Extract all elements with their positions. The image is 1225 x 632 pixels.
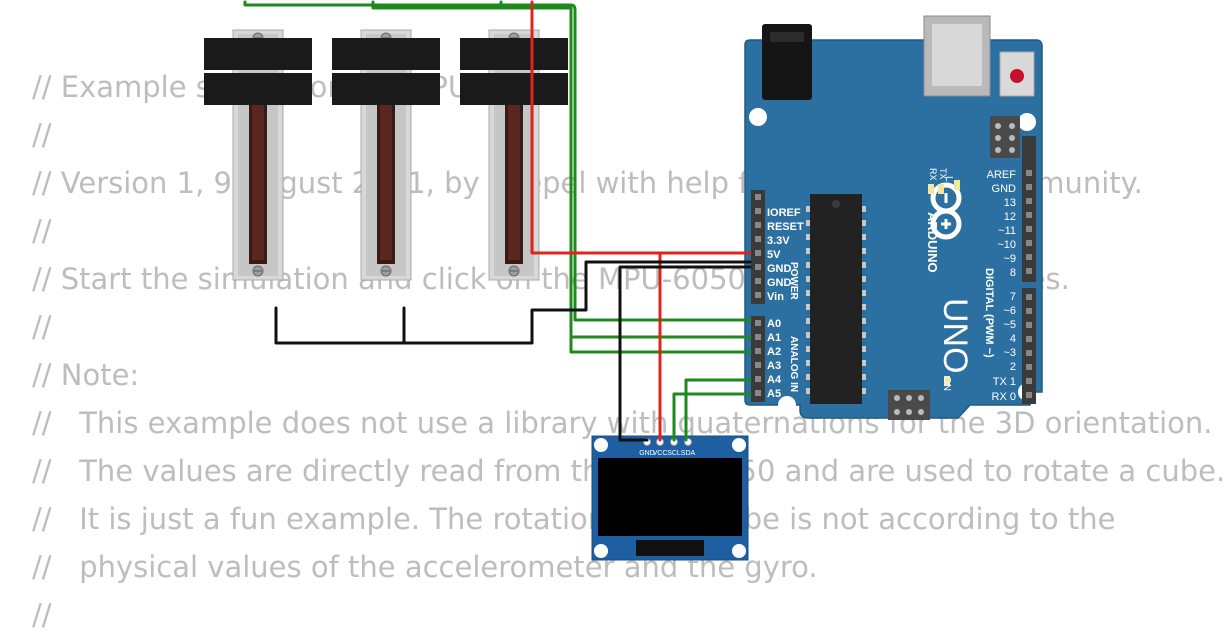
pot-knob-top bbox=[204, 38, 312, 70]
arduino-logo: ARDUINO UNO bbox=[925, 182, 974, 374]
pin-label-a0: A0 bbox=[767, 318, 781, 330]
pin-label-reset: RESET bbox=[767, 221, 804, 233]
pin-label-5: ~5 bbox=[1003, 319, 1016, 331]
code-line: // Note: bbox=[32, 358, 140, 392]
pin-label-10: ~10 bbox=[997, 239, 1016, 251]
oled-display-module[interactable]: GND VCC SCL SDA bbox=[591, 435, 749, 561]
pin-label-5v: 5V bbox=[767, 249, 781, 261]
pot-knob-bottom bbox=[460, 73, 568, 105]
dc-jack bbox=[762, 24, 812, 100]
wire-black-gnd-oled bbox=[618, 265, 752, 442]
code-line: // bbox=[32, 214, 52, 248]
pin-label-11: ~11 bbox=[998, 225, 1016, 237]
oled-pin-label-sda: SDA bbox=[681, 450, 696, 457]
wire-red-5v-pots bbox=[530, 0, 752, 255]
oled-pin-label-scl: SCL bbox=[667, 450, 681, 457]
analog-header-label: ANALOG IN bbox=[788, 336, 799, 392]
pin-label-9: ~9 bbox=[1003, 253, 1016, 265]
wires bbox=[243, 0, 752, 442]
code-line: // bbox=[32, 598, 52, 632]
tx-led-icon bbox=[938, 184, 944, 194]
rx-led-label: RX bbox=[928, 168, 938, 181]
pin-label-1: TX 1 bbox=[993, 376, 1016, 388]
pin-label-a2: A2 bbox=[767, 346, 781, 358]
oled-pin-label-gnd: GND bbox=[639, 450, 655, 457]
rx-led-icon bbox=[928, 184, 934, 194]
arduino-uno-board[interactable]: IOREF RESET 3.3V 5V GND GND Vin POWER A0… bbox=[744, 15, 1043, 420]
analog-header bbox=[751, 316, 765, 402]
pin-label-aref: AREF bbox=[987, 169, 1017, 181]
pot-knob-bottom bbox=[332, 73, 440, 105]
slide-potentiometer-2[interactable] bbox=[332, 29, 440, 281]
pot-knob-top bbox=[460, 38, 568, 70]
icsp-header-bottom bbox=[888, 390, 930, 420]
slide-potentiometer-3[interactable] bbox=[460, 29, 568, 281]
dc-jack-slot bbox=[770, 32, 804, 42]
code-line: // bbox=[32, 310, 52, 344]
wire-green-pot3-a2 bbox=[499, 0, 752, 354]
pot-knob-bottom bbox=[204, 73, 312, 105]
pin-label-a5: A5 bbox=[767, 388, 781, 400]
pin-label-gnd2: GND bbox=[767, 277, 792, 289]
l-led-icon bbox=[954, 180, 960, 190]
pin-label-gnd: GND bbox=[992, 183, 1017, 195]
on-label: ON bbox=[941, 376, 952, 391]
code-line: // The values are directly read from the… bbox=[32, 454, 1225, 488]
pin-label-a1: A1 bbox=[767, 332, 781, 344]
power-header-label: POWER bbox=[788, 262, 799, 301]
pin-label-13: 13 bbox=[1004, 197, 1016, 209]
status-leds: ON L TX RX bbox=[928, 168, 960, 391]
pin-label-2: 2 bbox=[1010, 361, 1016, 373]
l-led-label: L bbox=[943, 176, 954, 182]
oled-pin-label-vcc: VCC bbox=[653, 450, 668, 457]
slide-potentiometer-1[interactable] bbox=[204, 29, 312, 281]
model-text: UNO bbox=[936, 298, 974, 374]
pin-label-6: ~6 bbox=[1003, 305, 1016, 317]
power-header bbox=[751, 190, 765, 304]
tx-led-label: TX bbox=[938, 168, 948, 180]
code-line: // bbox=[32, 118, 52, 152]
pin-label-3v3: 3.3V bbox=[767, 235, 790, 247]
pot-knob-top bbox=[332, 38, 440, 70]
mounting-hole bbox=[1018, 113, 1036, 131]
code-line: // This example does not use a library w… bbox=[32, 406, 1213, 440]
mounting-hole bbox=[749, 108, 767, 126]
digital-header-lower bbox=[1022, 288, 1036, 404]
power-pin-labels: IOREF RESET 3.3V 5V GND GND Vin POWER bbox=[767, 207, 804, 303]
pin-label-7: 7 bbox=[1010, 291, 1016, 303]
oled-screen bbox=[598, 458, 742, 536]
circuit-diagram: IOREF RESET 3.3V 5V GND GND Vin POWER A0… bbox=[204, 0, 1043, 561]
oled-ribbon bbox=[636, 540, 704, 556]
digital-pin-labels: AREF GND 13 12 ~11 ~10 ~9 8 7 ~6 ~5 4 ~3… bbox=[983, 169, 1016, 403]
icsp-header-top bbox=[990, 116, 1020, 158]
pin-label-0: RX 0 bbox=[992, 391, 1016, 403]
pin-label-3: ~3 bbox=[1003, 347, 1016, 359]
digital-header-upper bbox=[1022, 136, 1036, 282]
pin-label-ioref: IOREF bbox=[767, 207, 801, 219]
pin-label-a3: A3 bbox=[767, 360, 781, 372]
pin-label-vin: Vin bbox=[767, 291, 784, 303]
wire-green-pot2-a1 bbox=[371, 0, 752, 339]
wire-green-pot1-a0 bbox=[243, 0, 752, 322]
reset-button-cap[interactable] bbox=[1010, 69, 1024, 83]
wire-green-sda bbox=[684, 378, 752, 442]
brand-text: ARDUINO bbox=[925, 212, 940, 273]
pin-label-12: 12 bbox=[1004, 211, 1016, 223]
mounting-hole bbox=[778, 396, 796, 414]
wire-green-scl bbox=[672, 392, 752, 442]
pin-label-gnd1: GND bbox=[767, 263, 792, 275]
pin-label-a4: A4 bbox=[767, 374, 782, 386]
pin-label-4: 4 bbox=[1010, 333, 1016, 345]
analog-pin-labels: A0 A1 A2 A3 A4 A5 ANALOG IN bbox=[767, 318, 799, 400]
wire-black-gnd-pots bbox=[274, 260, 752, 345]
atmega-chip bbox=[806, 194, 866, 404]
pin-label-8: 8 bbox=[1010, 267, 1016, 279]
power-led-icon bbox=[944, 376, 950, 386]
usb-port-inner bbox=[932, 24, 982, 86]
digital-header-label: DIGITAL (PWM ~) bbox=[983, 268, 995, 358]
